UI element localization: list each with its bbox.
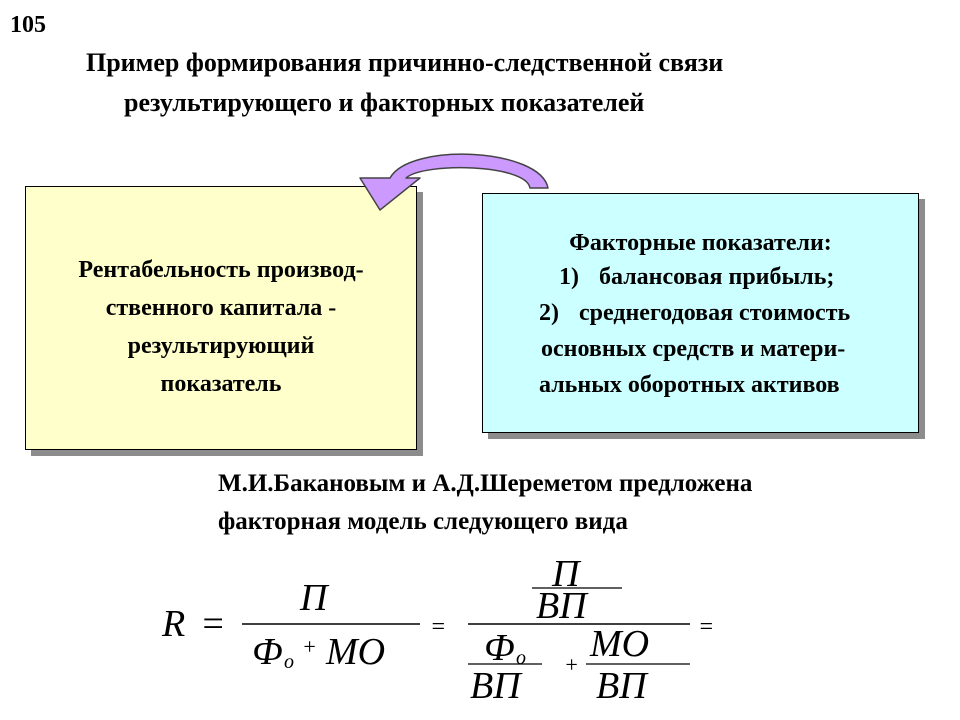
factor-indicators-box: Факторные показатели: 1) балансовая прибы… <box>482 193 919 433</box>
fraction2-top-denominator: ВП <box>536 585 589 627</box>
slide-title-line-1: Пример формирования причинно-следственно… <box>86 48 724 77</box>
factor-item-1-text: балансовая прибыль; <box>599 264 835 290</box>
factor-item-2: 2) среднегодовая стоимость <box>539 296 850 330</box>
result-indicator-text: Рентабельность производ- ственного капит… <box>26 251 416 403</box>
slide-title-line-2: результирующего и факторных показателей <box>124 88 645 117</box>
factor-item-2-continued-2: альных оборотных активов <box>539 372 840 398</box>
formula-equals-3: = <box>698 614 714 640</box>
formula-equals-2: = <box>430 614 446 640</box>
fraction2-fo-subscript: о <box>516 647 526 669</box>
fraction1-fo-subscript: о <box>284 651 294 673</box>
result-line-1: Рентабельность производ- <box>78 257 364 283</box>
fraction1-numerator: П <box>299 577 330 619</box>
formula-lhs: R <box>161 603 185 645</box>
result-line-3: результирующий <box>127 333 315 359</box>
fraction2-mo: МО <box>589 623 649 665</box>
factor-heading: Факторные показатели: <box>569 230 832 256</box>
factor-item-1-number: 1) <box>559 264 579 290</box>
fraction2-mo-denominator: ВП <box>596 665 649 707</box>
caption-line-2: факторная модель следующего вида <box>218 508 628 535</box>
formula-equals-1: = <box>200 603 226 645</box>
caption-line-1: М.И.Бакановым и А.Д.Шереметом предложена <box>218 470 753 497</box>
factor-item-2-continued: основных средств и матери- <box>541 336 846 362</box>
fraction2-fo: Ф <box>484 627 515 669</box>
slide-number: 105 <box>10 12 46 38</box>
result-line-4: показатель <box>160 371 282 397</box>
curved-arrow-shape <box>359 153 549 211</box>
fraction1-fo: Ф <box>252 631 283 673</box>
result-line-2: ственного капитала - <box>105 295 337 321</box>
result-indicator-box: Рентабельность производ- ственного капит… <box>25 186 417 450</box>
fraction1-mo: МО <box>325 631 385 673</box>
fraction1-plus: + <box>302 634 317 659</box>
curved-arrow-icon <box>359 153 549 211</box>
factor-item-2-text: среднегодовая стоимость <box>579 300 851 326</box>
factor-item-1: 1) балансовая прибыль; <box>559 260 834 294</box>
fraction2-plus: + <box>564 652 579 677</box>
factor-item-2-number: 2) <box>539 300 559 326</box>
fraction2-fo-denominator: ВП <box>470 665 523 707</box>
